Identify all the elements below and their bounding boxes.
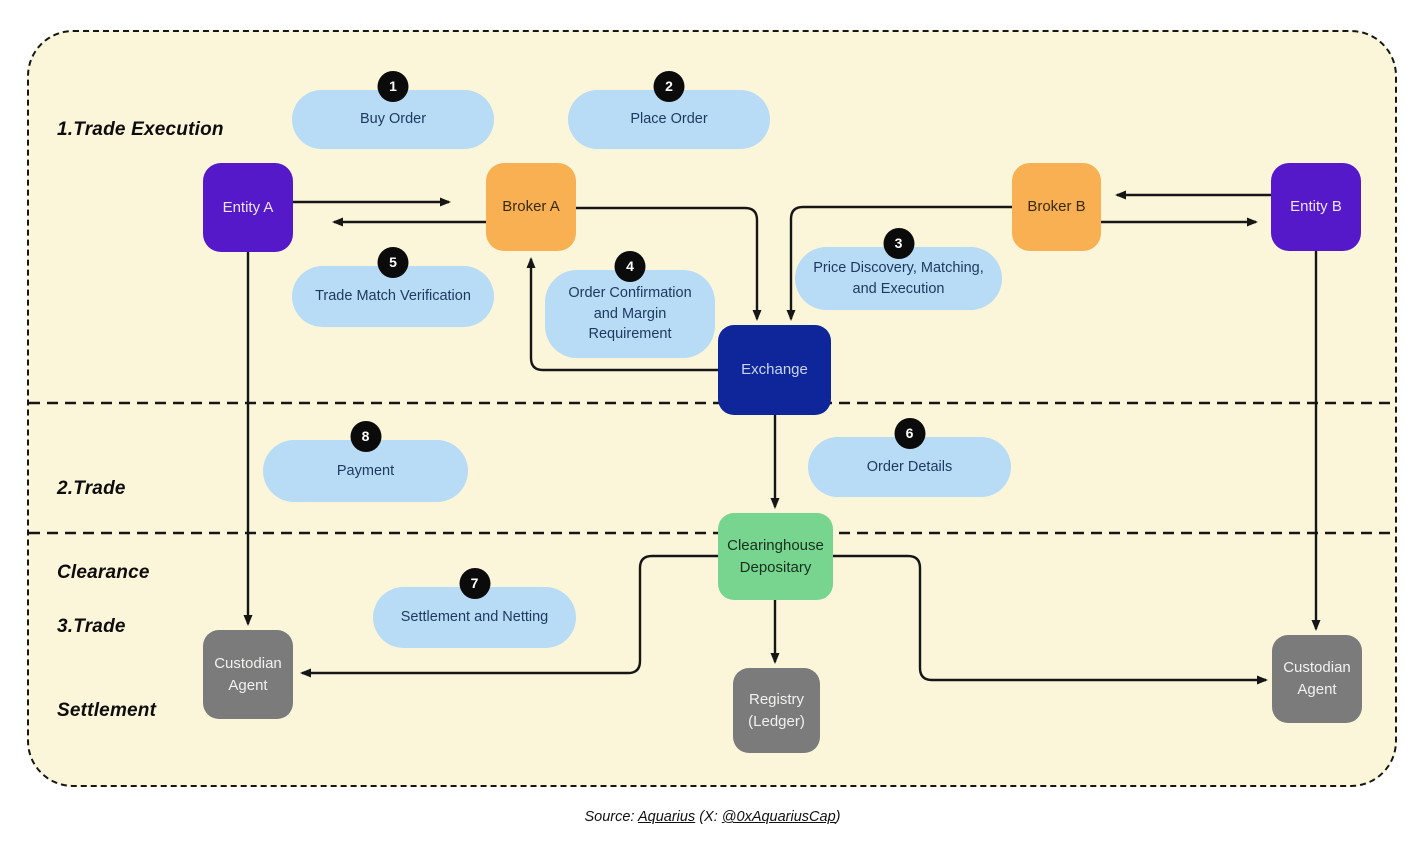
node-entity-a: Entity A [203,163,293,252]
step-pill-order-confirmation: 4 Order Confirmation and Margin Requirem… [545,251,715,358]
step-label: Place Order [630,111,708,128]
node-entity-b: Entity B [1271,163,1361,251]
node-custodian-agent-left: Custodian Agent [203,630,293,719]
node-label: Registry (Ledger) [748,690,805,730]
step-number-badge: 3 [883,228,914,259]
step-number-badge: 7 [459,568,490,599]
step-pill-price-discovery: 3 Price Discovery, Matching, and Executi… [795,228,1002,310]
source-prefix: Source: [584,809,638,825]
step-pill-buy-order: 1 Buy Order [292,71,494,149]
step-number-badge: 6 [894,418,925,449]
source-attribution: Source: Aquarius (X: @0xAquariusCap) [0,809,1425,825]
step-pill-trade-match-verification: 5 Trade Match Verification [292,247,494,327]
step-number-badge: 4 [614,251,646,282]
section-title-line: 2.Trade [57,478,126,499]
step-label: Buy Order [359,111,427,128]
step-pill-settlement-and-netting: 7 Settlement and Netting [373,568,576,648]
section-title-trade-clearance: 2.Trade Clearance [57,419,150,643]
node-label: Entity B [1290,198,1342,216]
source-link-aquarius[interactable]: Aquarius [637,809,696,825]
step-label: Payment [336,462,395,479]
step-number-badge: 8 [350,421,381,452]
node-clearinghouse-depositary: Clearinghouse Depositary [718,513,833,600]
step-pill-payment: 8 Payment [263,421,468,502]
step-label: Trade Match Verification [315,288,471,305]
section-title-line: 1.Trade Execution [57,119,224,140]
section-title-trade-settlement: 3.Trade Settlement [57,557,156,781]
step-label: Settlement and Netting [400,609,549,626]
source-suffix: ) [835,809,841,825]
node-label: Custodian Agent [214,654,282,694]
step-number-badge: 2 [653,71,685,102]
node-label: Broker A [502,198,560,216]
node-label: Clearinghouse Depositary [727,536,824,576]
section-title-line: 3.Trade [57,616,126,637]
node-label: Broker B [1027,198,1086,216]
node-broker-a: Broker A [486,163,576,251]
node-label: Entity A [222,198,274,216]
step-label: Order Confirmation and Margin Requiremen… [568,285,692,343]
section-title-line: Clearance [57,562,150,583]
source-link-x-handle[interactable]: @0xAquariusCap [721,809,836,825]
step-number-badge: 5 [377,247,409,278]
step-number-badge: 1 [377,71,409,102]
step-label: Price Discovery, Matching, and Execution [813,259,984,297]
source-middle: (X: [695,809,722,825]
step-pill-place-order: 2 Place Order [568,71,770,149]
step-label: Order Details [866,458,953,475]
section-title-trade-execution: 1.Trade Execution [57,60,224,200]
node-label: Custodian Agent [1283,659,1351,698]
node-custodian-agent-right: Custodian Agent [1272,635,1362,723]
node-registry-ledger: Registry (Ledger) [733,668,820,753]
node-broker-b: Broker B [1012,163,1101,251]
node-label: Exchange [741,361,808,379]
step-pill-order-details: 6 Order Details [808,418,1011,497]
node-exchange: Exchange [718,325,831,415]
section-title-line: Settlement [57,700,157,721]
